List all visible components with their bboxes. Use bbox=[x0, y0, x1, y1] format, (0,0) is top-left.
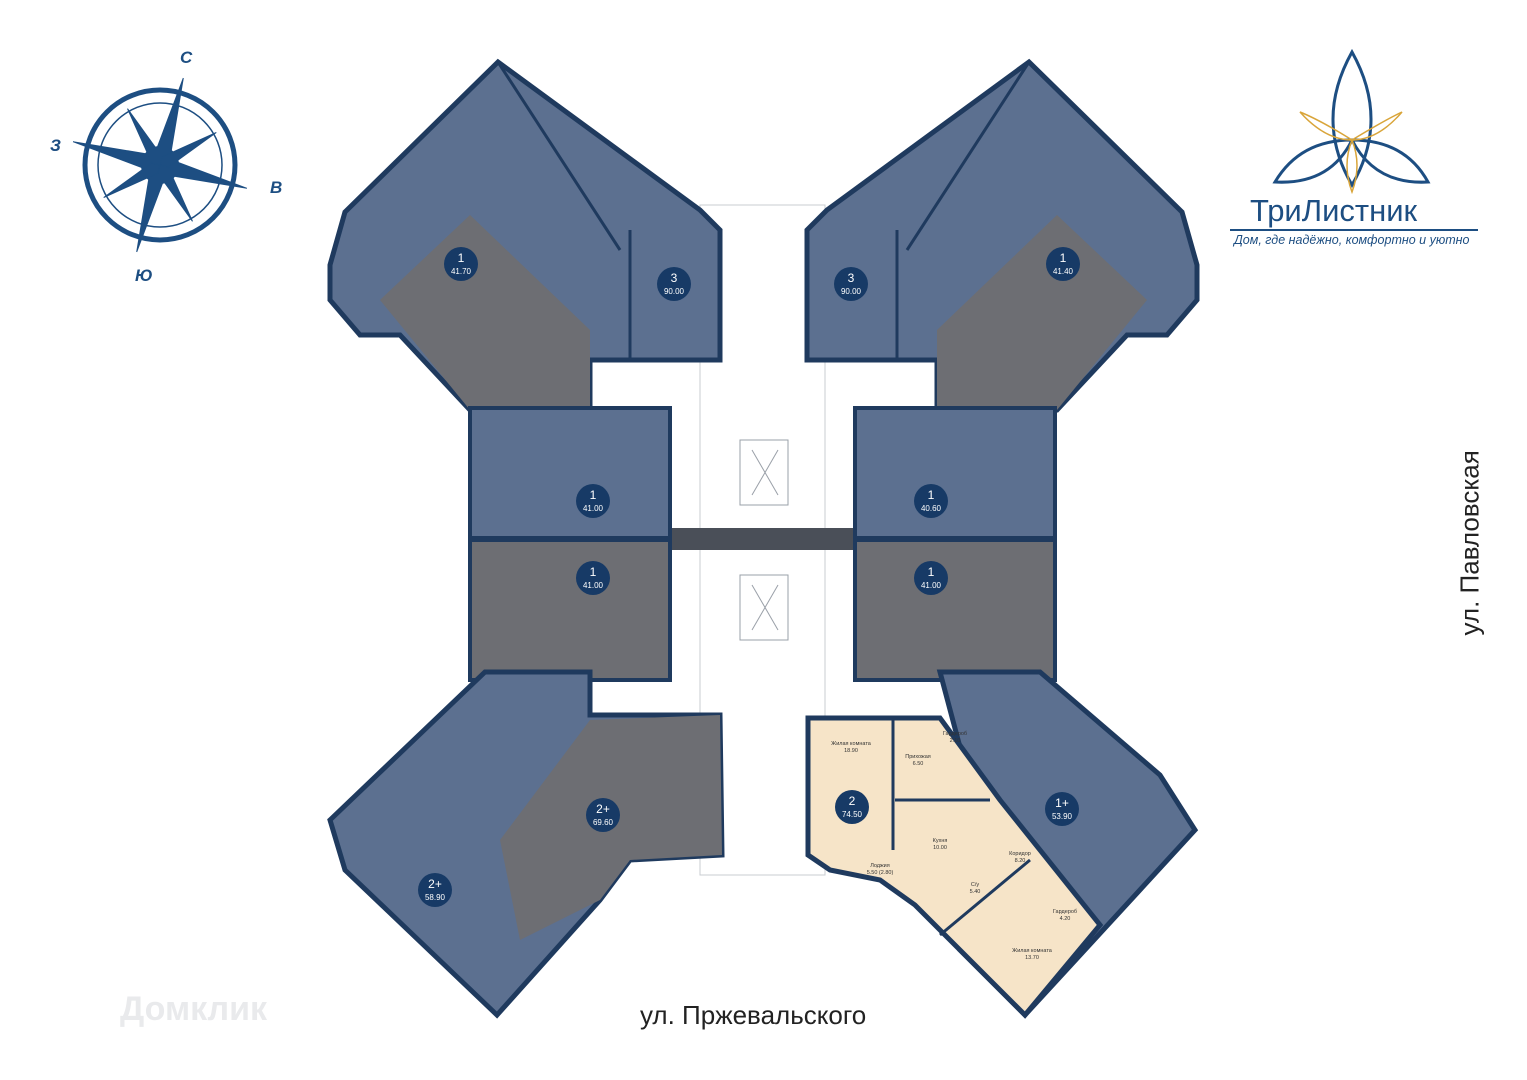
room-area: 8.20 bbox=[1015, 858, 1026, 864]
badge-circle bbox=[835, 790, 869, 824]
apartment-badge[interactable]: 390.00 bbox=[834, 267, 868, 301]
room-area: 4.20 bbox=[1060, 916, 1071, 922]
watermark: Домклик bbox=[120, 990, 268, 1028]
apartment-rooms: 1 bbox=[928, 488, 935, 502]
street-label-right-text: ул. Павловская bbox=[1454, 450, 1485, 636]
apartment-area: 90.00 bbox=[664, 287, 685, 296]
apartment-area: 41.00 bbox=[583, 581, 604, 590]
corridor-wall bbox=[670, 528, 855, 550]
logo-divider bbox=[1230, 229, 1478, 231]
apartment-area: 53.90 bbox=[1052, 812, 1073, 821]
badge-circle bbox=[418, 873, 452, 907]
trilistnik-logo bbox=[1272, 48, 1431, 195]
badge-circle bbox=[444, 247, 478, 281]
apartment-badge[interactable]: 390.00 bbox=[657, 267, 691, 301]
room-name: С/у bbox=[971, 882, 980, 888]
apartment-area: 58.90 bbox=[425, 893, 446, 902]
room-name: Коридор bbox=[1009, 851, 1031, 857]
compass-rose bbox=[72, 77, 248, 253]
apartment-rooms: 2 bbox=[849, 794, 856, 808]
wing-middle-left bbox=[468, 406, 672, 682]
apartment-badge[interactable]: 141.40 bbox=[1046, 247, 1080, 281]
wing-bottom-right bbox=[805, 669, 1199, 1019]
apartment-rooms: 1 bbox=[590, 488, 597, 502]
wing-bottom-left bbox=[327, 669, 725, 1019]
room-name: Гардероб bbox=[943, 731, 967, 737]
apartment-rooms: 3 bbox=[848, 271, 855, 285]
badge-circle bbox=[914, 484, 948, 518]
apartment-rooms: 1 bbox=[590, 565, 597, 579]
selected-apartment[interactable] bbox=[805, 715, 1104, 1019]
room-area: 2.10 bbox=[950, 738, 961, 744]
room-area: 18.90 bbox=[844, 748, 858, 754]
staircase bbox=[739, 439, 789, 641]
room-area: 13.70 bbox=[1025, 955, 1039, 961]
room-name: Жилая комната bbox=[831, 741, 872, 747]
apartment-badge[interactable]: 141.00 bbox=[914, 561, 948, 595]
wing-top-right bbox=[804, 58, 1200, 413]
apartment-badge[interactable]: 141.00 bbox=[576, 561, 610, 595]
compass-south-label: Ю bbox=[135, 266, 153, 285]
apartment-badge[interactable]: 140.60 bbox=[914, 484, 948, 518]
room-area: 5.40 bbox=[970, 889, 981, 895]
apartment-area: 74.50 bbox=[842, 810, 863, 819]
wing-top-left bbox=[327, 58, 723, 413]
apartment-area: 69.60 bbox=[593, 818, 614, 827]
apartment-badge[interactable]: 141.70 bbox=[444, 247, 478, 281]
apartment-rooms: 2+ bbox=[428, 877, 442, 891]
badge-circle bbox=[657, 267, 691, 301]
apartment-badge[interactable]: 2+ 58.90 bbox=[418, 873, 452, 907]
compass-west-label: З bbox=[50, 136, 61, 155]
room-name: Кухня bbox=[933, 838, 948, 844]
apartment-badge[interactable]: 274.50 bbox=[835, 790, 869, 824]
apartment-rooms: 1 bbox=[928, 565, 935, 579]
apartment-area: 41.70 bbox=[451, 267, 472, 276]
room-area: 6.50 bbox=[913, 761, 924, 767]
room-name: Жилая комната bbox=[1012, 948, 1053, 954]
apartment-rooms: 1 bbox=[458, 251, 465, 265]
logo-subtitle: Дом, где надёжно, комфортно и уютно bbox=[1234, 233, 1470, 247]
badge-circle bbox=[1046, 247, 1080, 281]
apartment-area: 90.00 bbox=[841, 287, 862, 296]
badge-circle bbox=[576, 484, 610, 518]
street-label-bottom: ул. Пржевальского bbox=[640, 1000, 867, 1030]
apartment-area: 41.00 bbox=[583, 504, 604, 513]
apartment-rooms: 3 bbox=[671, 271, 678, 285]
apartment-area: 41.00 bbox=[921, 581, 942, 590]
apartment-badge[interactable]: 2+ 69.60 bbox=[586, 798, 620, 832]
room-name: Прихожая bbox=[905, 754, 931, 760]
badge-circle bbox=[576, 561, 610, 595]
compass-north-label: С bbox=[180, 48, 193, 67]
apartment-badge[interactable]: 141.00 bbox=[576, 484, 610, 518]
badge-circle bbox=[1045, 792, 1079, 826]
room-area: 5.50 (2.80) bbox=[867, 870, 894, 876]
apartment-rooms: 2+ bbox=[596, 802, 610, 816]
apartment-rooms: 1 bbox=[1060, 251, 1067, 265]
badge-circle bbox=[914, 561, 948, 595]
apartment-badge[interactable]: 1+ 53.90 bbox=[1045, 792, 1079, 826]
logo-title: ТриЛистник bbox=[1250, 193, 1418, 228]
apartment-area: 41.40 bbox=[1053, 267, 1074, 276]
apartment-area: 40.60 bbox=[921, 504, 942, 513]
apartment-rooms: 1+ bbox=[1055, 796, 1069, 810]
room-name: Лоджия bbox=[870, 863, 890, 869]
wing-middle-right bbox=[853, 406, 1057, 682]
room-name: Гардероб bbox=[1053, 909, 1077, 915]
badge-circle bbox=[834, 267, 868, 301]
badge-circle bbox=[586, 798, 620, 832]
street-label-right: ул. Павловская bbox=[1450, 440, 1490, 640]
room-area: 10.00 bbox=[933, 845, 947, 851]
compass-east-label: В bbox=[270, 178, 283, 197]
